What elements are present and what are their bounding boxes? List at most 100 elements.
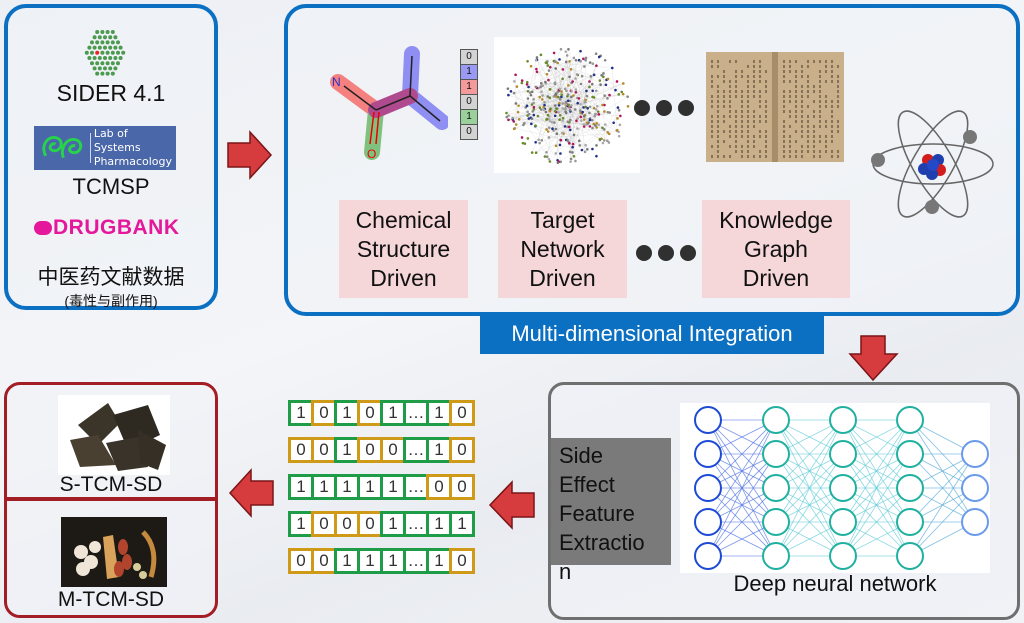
network-node (546, 130, 550, 133)
network-node (583, 150, 587, 154)
network-node (526, 60, 529, 63)
network-node (541, 94, 544, 97)
network-node (558, 87, 562, 91)
network-node (511, 116, 514, 120)
network-node (525, 80, 529, 84)
sider-dot (113, 66, 118, 71)
network-node (543, 155, 547, 158)
network-node (551, 127, 554, 131)
feature-bit: 0 (449, 437, 475, 463)
network-node (560, 90, 563, 93)
network-node (603, 110, 606, 113)
network-node (582, 118, 586, 121)
network-node (517, 104, 520, 107)
network-node (586, 148, 589, 151)
network-edge (572, 60, 577, 153)
feature-bit: 0 (311, 437, 337, 463)
network-node (574, 77, 577, 80)
atom-o: O (367, 147, 376, 161)
network-node (538, 141, 541, 145)
network-node (584, 143, 587, 147)
network-edge (548, 79, 574, 145)
network-edge (547, 96, 550, 117)
network-node (572, 155, 576, 158)
network-node (626, 95, 629, 98)
network-node (540, 90, 543, 93)
network-edge (536, 71, 568, 106)
feature-bit: 1 (288, 474, 314, 500)
network-edge (535, 104, 568, 143)
network-node (558, 143, 562, 147)
network-node (526, 110, 529, 114)
network-node (574, 58, 578, 62)
network-edge (506, 62, 547, 114)
network-edge (536, 126, 570, 153)
tcm-literature-sublabel: (毒性与副作用) (64, 293, 158, 309)
network-node (588, 61, 592, 64)
feature-bit: 0 (357, 400, 383, 426)
nn-connection (909, 453, 976, 523)
sider-dot (105, 71, 110, 76)
nn-neuron (829, 406, 857, 434)
network-node (553, 104, 557, 107)
network-node (543, 101, 546, 104)
network-node (525, 83, 529, 86)
feature-bit: 1 (449, 511, 475, 537)
network-node (603, 94, 606, 97)
sider-dot (105, 50, 110, 55)
network-node (545, 150, 548, 154)
network-node (618, 123, 622, 127)
network-edge (540, 86, 563, 104)
network-edge (544, 108, 585, 117)
sider-dot (113, 35, 118, 40)
network-node (564, 110, 567, 114)
network-edge (545, 49, 562, 84)
network-node (577, 97, 581, 100)
arrow-left-icon (488, 480, 535, 530)
ellipsis-dot (658, 245, 674, 261)
nn-connection (775, 453, 844, 557)
network-node (555, 132, 559, 135)
network-node (594, 89, 598, 93)
network-node (541, 98, 544, 101)
network-node (576, 101, 579, 105)
network-node (536, 114, 540, 118)
sider-dot (118, 56, 123, 60)
network-node (535, 56, 539, 59)
network-edge (536, 59, 549, 81)
feature-bit: … (403, 548, 429, 574)
network-edge (557, 62, 598, 107)
network-node (585, 121, 589, 125)
feature-bit: 0 (449, 474, 475, 500)
network-node (571, 80, 574, 83)
network-edge (515, 74, 517, 125)
network-edge (597, 95, 605, 107)
sider-dot (110, 30, 115, 34)
network-node (580, 148, 584, 152)
network-node (527, 117, 531, 120)
network-node (579, 82, 583, 86)
network-edge (543, 78, 576, 111)
network-edge (515, 103, 519, 113)
feature-bit: … (403, 511, 429, 537)
network-node (563, 87, 567, 91)
sider-dot (100, 71, 105, 76)
multi-tcm-label: M-TCM-SD (57, 588, 165, 611)
network-node (526, 89, 530, 93)
network-node (568, 128, 572, 132)
network-node (554, 127, 558, 131)
network-node (606, 139, 609, 142)
method-target-network: Target Network Driven (498, 200, 627, 298)
network-node (545, 117, 549, 121)
network-node (530, 117, 534, 120)
network-node (575, 119, 578, 123)
network-node (616, 117, 619, 120)
network-edge (555, 115, 564, 119)
neural-network-diagram (680, 403, 990, 573)
network-node (565, 54, 569, 57)
sider-dot (87, 56, 92, 60)
network-edge (539, 112, 608, 144)
feature-bit: 1 (426, 511, 452, 537)
